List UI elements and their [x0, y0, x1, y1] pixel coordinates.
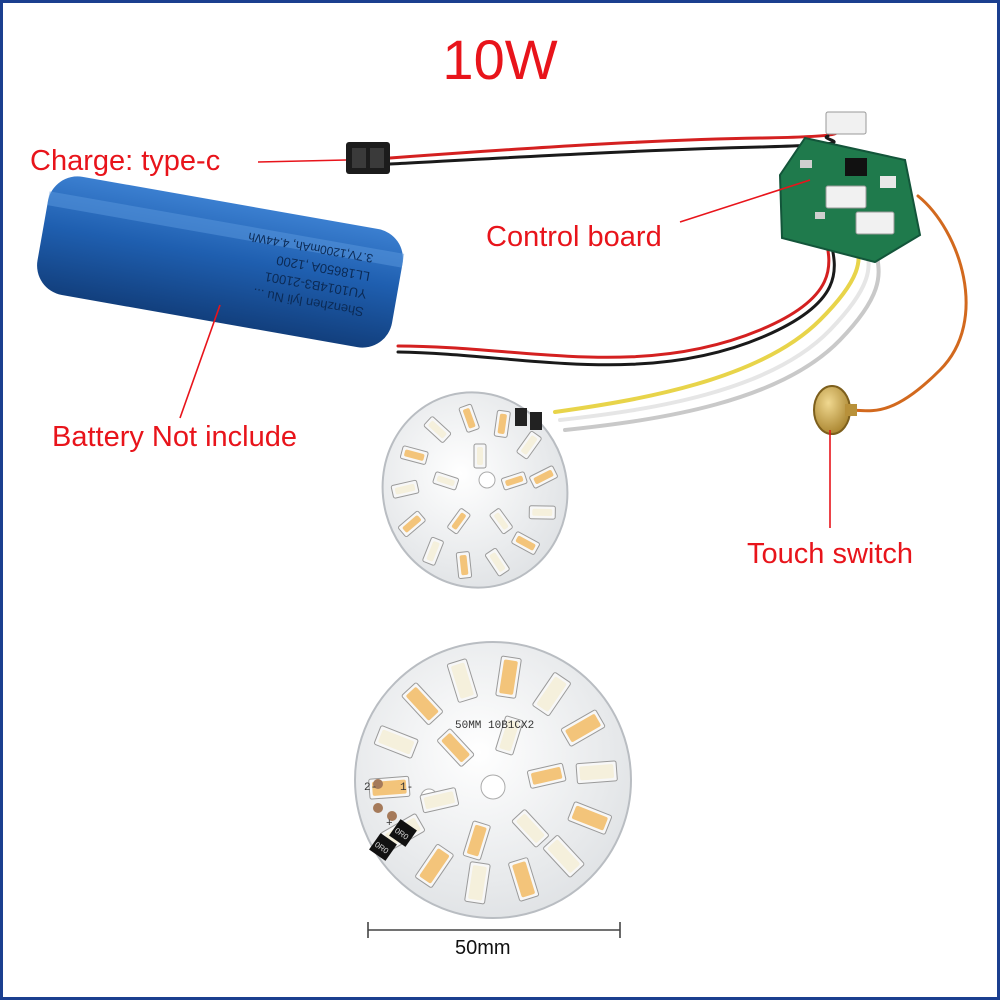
pad-label-plus: +	[386, 818, 393, 830]
led-chip	[458, 403, 480, 433]
led-chip	[575, 760, 618, 785]
led-chip	[485, 547, 510, 577]
resistor-b: 0R0	[389, 819, 417, 847]
led-chip	[446, 658, 478, 703]
board-text-model: 50MM 10B1CX2	[455, 720, 534, 732]
touch-switch	[813, 385, 857, 435]
pointer-lines	[179, 159, 831, 528]
led-chip	[489, 508, 513, 535]
led-chip	[399, 445, 429, 465]
led-chip	[529, 465, 558, 489]
led-chip	[495, 715, 524, 756]
led-chip	[374, 725, 419, 759]
charge-connector	[346, 142, 390, 174]
led-chip	[493, 409, 511, 438]
led-chip	[422, 536, 444, 566]
led-chip	[401, 682, 443, 725]
led-chip	[437, 728, 475, 767]
led-chip	[495, 655, 522, 699]
led-chip	[560, 709, 606, 747]
led-chip	[447, 508, 471, 535]
led-chip	[567, 801, 612, 835]
pad-label-2: 2-	[364, 782, 377, 794]
led-chip	[464, 861, 491, 905]
led-chip	[415, 844, 454, 888]
led-chip	[532, 672, 571, 716]
led-disc-top	[381, 391, 569, 589]
led-disc-bottom: 50MM 10B1CX2 2- 1- + 0R0 0R0	[354, 641, 632, 919]
pad-label-1: 1-	[400, 782, 413, 794]
label-dimension: 50mm	[455, 937, 511, 959]
dimension-line	[367, 922, 621, 938]
led-chip	[419, 787, 460, 814]
led-chip	[432, 471, 460, 491]
led-chip	[511, 809, 549, 848]
led-chip	[543, 835, 585, 878]
led-chip	[516, 430, 542, 460]
label-control-board: Control board	[486, 221, 662, 253]
label-battery-not-included: Battery Not include	[52, 421, 298, 453]
product-wattage-title: 10W	[442, 28, 558, 91]
led-chip	[473, 443, 487, 469]
led-chip	[526, 762, 567, 789]
battery-cell: Shenzhen lyli Nu ... YU1014B3-21001 LL18…	[37, 176, 405, 348]
label-touch-switch: Touch switch	[747, 538, 914, 570]
led-chip	[500, 471, 528, 491]
led-chip	[398, 510, 426, 537]
led-chip	[423, 416, 452, 443]
led-chip	[528, 505, 556, 520]
led-chip	[511, 531, 540, 555]
led-chip	[508, 857, 540, 902]
control-board	[778, 111, 922, 264]
led-chip	[462, 820, 491, 861]
led-chip	[455, 551, 473, 579]
label-charge-type-c: Charge: type-c	[30, 145, 221, 177]
resistor-a: 0R0	[369, 833, 397, 861]
led-chip	[390, 479, 420, 499]
